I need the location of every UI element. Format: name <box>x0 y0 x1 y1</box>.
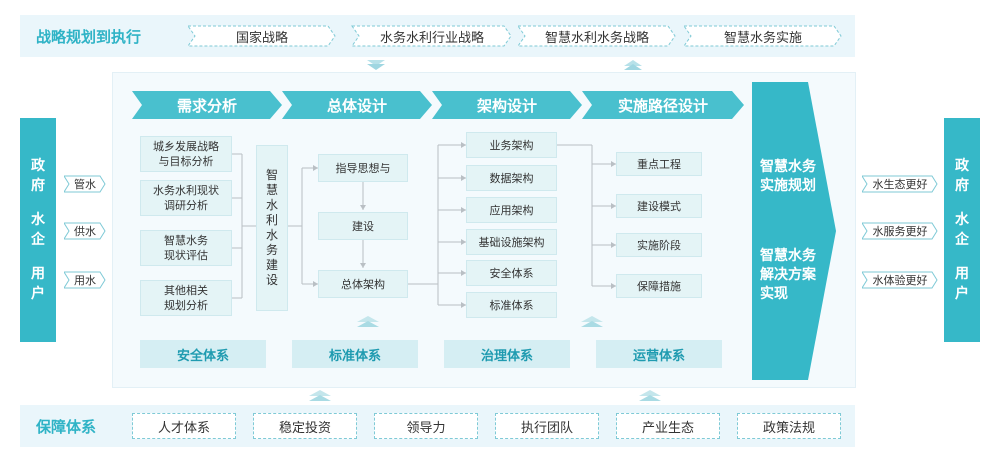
left-stakeholders: 政 府 水 企 用 户 <box>20 118 56 342</box>
path-item-phase: 实施阶段 <box>616 233 702 257</box>
outcome-arrow <box>752 82 836 380</box>
outcome-solution: 智慧水务 解决方案 实现 <box>760 248 816 302</box>
phase-architecture: 架构设计 <box>432 91 582 119</box>
demand-item-water-status: 水务水利现状 调研分析 <box>140 180 232 216</box>
up-arrow-icon <box>624 60 642 70</box>
guarantee-item-team: 执行团队 <box>495 413 599 439</box>
system-governance: 治理体系 <box>444 340 570 368</box>
phase-demand: 需求分析 <box>132 91 282 119</box>
arch-item-application: 应用架构 <box>466 197 557 223</box>
arch-item-security: 安全体系 <box>466 260 557 286</box>
guarantee-item-ecosystem: 产业生态 <box>616 413 720 439</box>
input-tag-manage: 管水 <box>64 175 106 193</box>
guarantee-title: 保障体系 <box>36 417 97 436</box>
arch-item-data: 数据架构 <box>466 165 557 191</box>
guarantee-item-investment: 稳定投资 <box>253 413 357 439</box>
system-standard: 标准体系 <box>292 340 418 368</box>
phase-overall: 总体设计 <box>282 91 432 119</box>
arch-item-standard: 标准体系 <box>466 292 557 318</box>
output-tag-ecology: 水生态更好 <box>862 175 938 193</box>
strategy-title: 战略规划到执行 <box>36 27 142 46</box>
path-item-model: 建设模式 <box>616 194 702 218</box>
overall-item-architecture: 总体架构 <box>318 270 408 298</box>
stakeholder-users: 用 户 <box>31 266 45 302</box>
output-tag-experience: 水体验更好 <box>862 271 938 289</box>
right-stakeholders: 政 府 水 企 用 户 <box>944 118 980 342</box>
strategy-item-national: 国家战略 <box>187 25 336 47</box>
overall-item-guiding: 指导思想与 <box>318 154 408 182</box>
up-arrow-icon <box>639 390 661 401</box>
down-arrow-icon <box>367 60 385 70</box>
stakeholder-government: 政 府 <box>31 158 45 194</box>
stakeholder-water-enterprise: 水 企 <box>955 212 969 248</box>
demand-vertical-box: 智 慧 水 利 水 务 建 设 <box>256 145 288 311</box>
demand-item-smart-assessment: 智慧水务 现状评估 <box>140 230 232 266</box>
demand-item-other-plans: 其他相关 规划分析 <box>140 280 232 316</box>
up-arrow-icon <box>309 390 331 401</box>
path-item-key-projects: 重点工程 <box>616 152 702 176</box>
input-tag-use: 用水 <box>64 271 106 289</box>
guarantee-item-policy: 政策法规 <box>737 413 841 439</box>
strategy-item-implementation: 智慧水务实施 <box>683 25 842 47</box>
stakeholder-water-enterprise: 水 企 <box>31 212 45 248</box>
stakeholder-users: 用 户 <box>955 266 969 302</box>
outcome-plan: 智慧水务 实施规划 <box>760 159 816 194</box>
overall-item-construction: 建设 <box>318 212 408 240</box>
phase-path: 实施路径设计 <box>582 91 744 119</box>
guarantee-item-leadership: 领导力 <box>374 413 478 439</box>
system-security: 安全体系 <box>140 340 266 368</box>
strategy-item-industry: 水务水利行业战略 <box>351 25 512 47</box>
up-arrow-icon <box>581 316 603 327</box>
guarantee-item-talent: 人才体系 <box>132 413 236 439</box>
system-operations: 运营体系 <box>596 340 722 368</box>
strategy-item-smart-water: 智慧水利水务战略 <box>517 25 676 47</box>
arch-item-infrastructure: 基础设施架构 <box>466 229 557 255</box>
output-tag-service: 水服务更好 <box>862 222 938 240</box>
input-tag-supply: 供水 <box>64 222 106 240</box>
demand-item-urban-strategy: 城乡发展战略 与目标分析 <box>140 136 232 172</box>
arch-item-business: 业务架构 <box>466 132 557 158</box>
path-item-measures: 保障措施 <box>616 274 702 298</box>
up-arrow-icon <box>357 316 379 327</box>
stakeholder-government: 政 府 <box>955 158 969 194</box>
